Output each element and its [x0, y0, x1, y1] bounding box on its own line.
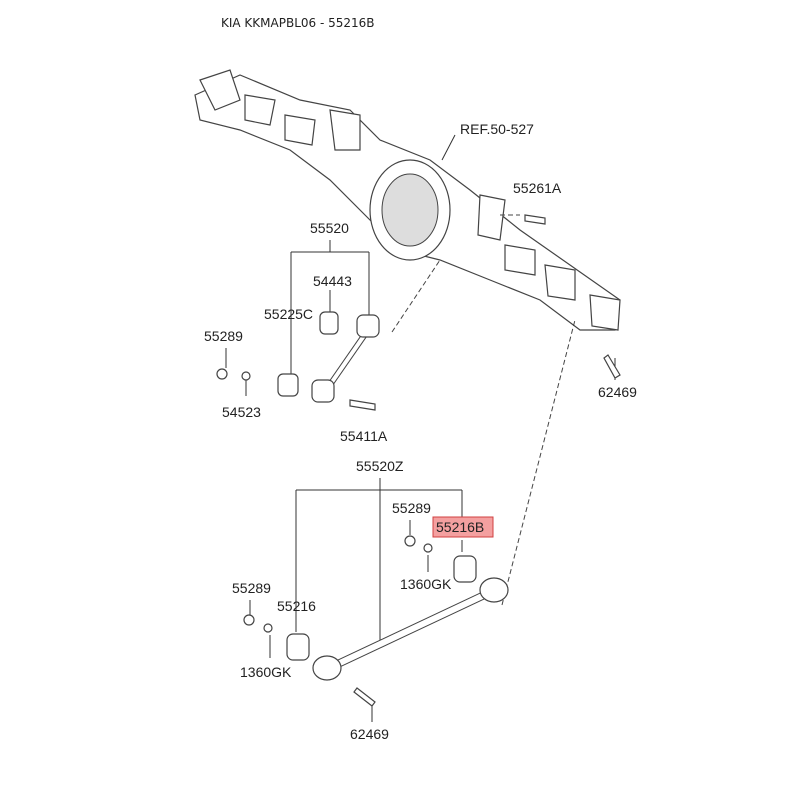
label-55289[interactable]: 55289: [392, 500, 431, 516]
label-62469[interactable]: 62469: [598, 384, 637, 400]
label-1360GK[interactable]: 1360GK: [240, 664, 292, 680]
label-55520[interactable]: 55520: [310, 220, 349, 236]
label-55261A[interactable]: 55261A: [513, 180, 562, 196]
label-54443[interactable]: 54443: [313, 273, 352, 289]
label-55411A[interactable]: 55411A: [340, 428, 388, 444]
label-55225C[interactable]: 55225C: [264, 306, 313, 322]
label-1360GK[interactable]: 1360GK: [400, 576, 452, 592]
label-55289[interactable]: 55289: [204, 328, 243, 344]
label-54523[interactable]: 54523: [222, 404, 261, 420]
lower-control-arm: [243, 535, 509, 707]
label-55289[interactable]: 55289: [232, 580, 271, 596]
label-62469[interactable]: 62469: [350, 726, 389, 742]
lateral-rod-upper: [216, 214, 621, 411]
label-ref-50-527[interactable]: REF.50-527: [460, 121, 534, 137]
diagram-title: KIA KKMAPBL06 - 55216B: [221, 16, 375, 30]
label-55216B-highlighted[interactable]: 55216B: [436, 519, 484, 535]
highlight-box: [432, 516, 494, 538]
label-55520Z[interactable]: 55520Z: [356, 458, 404, 474]
rear-axle-housing: [194, 69, 621, 331]
label-55216[interactable]: 55216: [277, 598, 316, 614]
